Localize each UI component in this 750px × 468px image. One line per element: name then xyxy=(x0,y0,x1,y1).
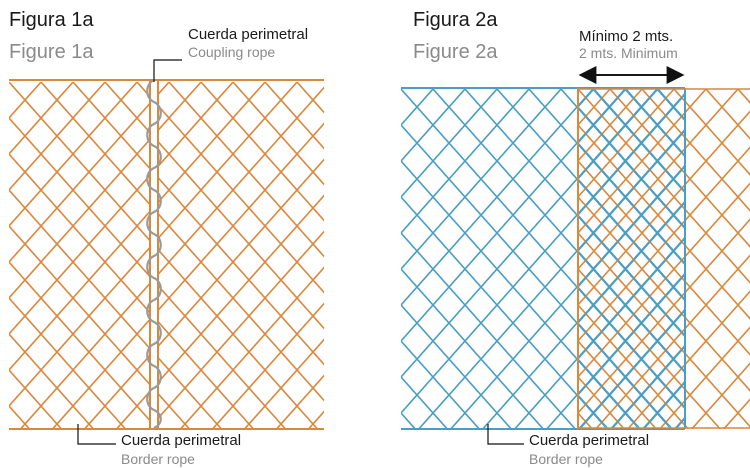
figure2-title-en: Figure 2a xyxy=(413,41,498,63)
left-net-panel xyxy=(9,82,150,428)
figure2-bottom-label-en: Border rope xyxy=(529,451,603,467)
right-net-panel xyxy=(158,82,324,428)
figure1-bottom-label-es: Cuerda perimetral xyxy=(121,432,242,449)
figure1-title-es: Figura 1a xyxy=(9,9,94,31)
figure1-bottom-label-en: Border rope xyxy=(121,451,195,467)
figure2-title-es: Figura 2a xyxy=(413,9,498,31)
coupling-rope xyxy=(146,78,162,430)
figure2-net xyxy=(401,66,750,445)
figure1-bottom-leader xyxy=(77,424,116,445)
overlap-label-en: 2 mts. Minimum xyxy=(579,45,678,61)
figure1-net xyxy=(9,59,324,445)
overlap-zone xyxy=(578,89,685,429)
figure1-top-label-en: Coupling rope xyxy=(188,44,276,60)
overlap-label-es: Mínimo 2 mts. xyxy=(579,28,674,45)
figure2-bottom-leader xyxy=(487,424,524,445)
figure2-bottom-label-es: Cuerda perimetral xyxy=(529,432,650,449)
figure1-top-label-es: Cuerda perimetral xyxy=(188,26,309,43)
figure1-title-en: Figure 1a xyxy=(9,41,94,63)
top-label-leader xyxy=(153,59,182,82)
